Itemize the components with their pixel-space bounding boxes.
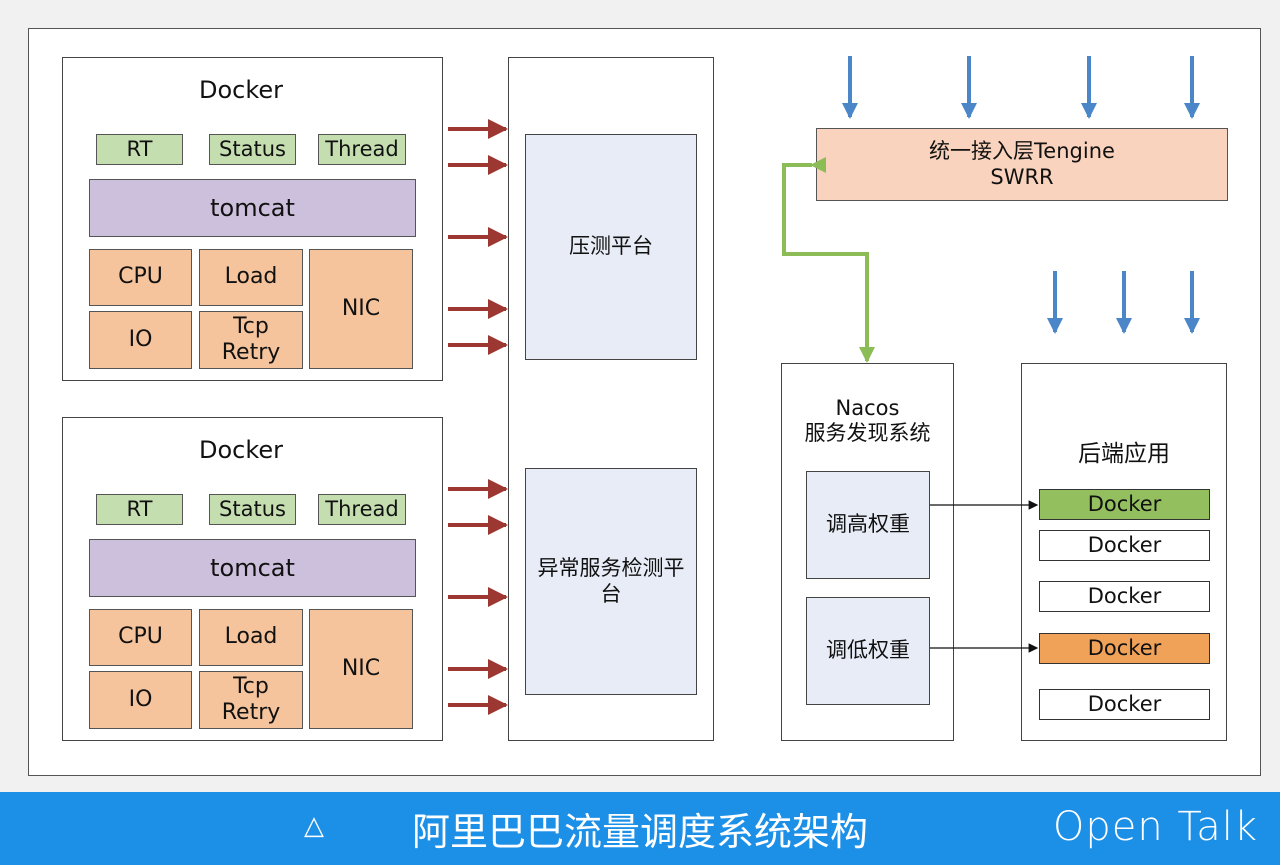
backend-docker-raised: Docker <box>1039 489 1210 520</box>
tomcat-container: tomcat <box>89 179 416 237</box>
footer-banner: △ 阿里巴巴流量调度系统架构 Open Talk <box>0 792 1280 865</box>
resource-io: IO <box>89 311 192 369</box>
triangle-icon: △ <box>304 811 324 841</box>
resource-nic: NIC <box>309 249 413 369</box>
access-layer-algorithm: SWRR <box>990 164 1054 189</box>
nacos-name: Nacos <box>835 395 900 420</box>
access-layer-name: 统一接入层Tengine <box>929 139 1115 164</box>
resource-cpu: CPU <box>89 609 192 666</box>
docker-host-2-title: Docker <box>198 435 284 464</box>
metric-rt: RT <box>96 494 183 525</box>
metric-thread: Thread <box>318 494 406 525</box>
resource-load: Load <box>199 249 303 306</box>
unified-access-layer: 统一接入层Tengine SWRR <box>816 128 1228 201</box>
resource-tcp-retry: Tcp Retry <box>199 311 303 369</box>
tomcat-container: tomcat <box>89 539 416 597</box>
resource-cpu: CPU <box>89 249 192 306</box>
green-link <box>782 157 875 363</box>
resource-load: Load <box>199 609 303 666</box>
resource-tcp-retry: Tcp Retry <box>199 671 303 729</box>
brand-logo: Open Talk <box>1052 804 1258 850</box>
backend-docker-lowered: Docker <box>1039 633 1210 664</box>
backend-docker: Docker <box>1039 581 1210 612</box>
resource-nic: NIC <box>309 609 413 729</box>
metric-rt: RT <box>96 134 183 165</box>
footer-title: 阿里巴巴流量调度系统架构 <box>411 810 868 854</box>
nacos-title: Nacos 服务发现系统 <box>781 391 954 451</box>
metric-thread: Thread <box>318 134 406 165</box>
nacos-subtitle: 服务发现系统 <box>804 421 931 445</box>
backend-docker: Docker <box>1039 689 1210 720</box>
resource-io: IO <box>89 671 192 729</box>
metric-status: Status <box>209 494 296 525</box>
metric-status: Status <box>209 134 296 165</box>
stress-test-platform: 压测平台 <box>525 134 697 360</box>
lower-weight: 调低权重 <box>806 597 930 705</box>
raise-weight: 调高权重 <box>806 471 930 579</box>
backend-docker: Docker <box>1039 530 1210 561</box>
docker-host-1-title: Docker <box>198 75 284 104</box>
anomaly-detection-platform: 异常服务检测平台 <box>525 468 697 695</box>
backend-title: 后端应用 <box>1078 441 1170 468</box>
